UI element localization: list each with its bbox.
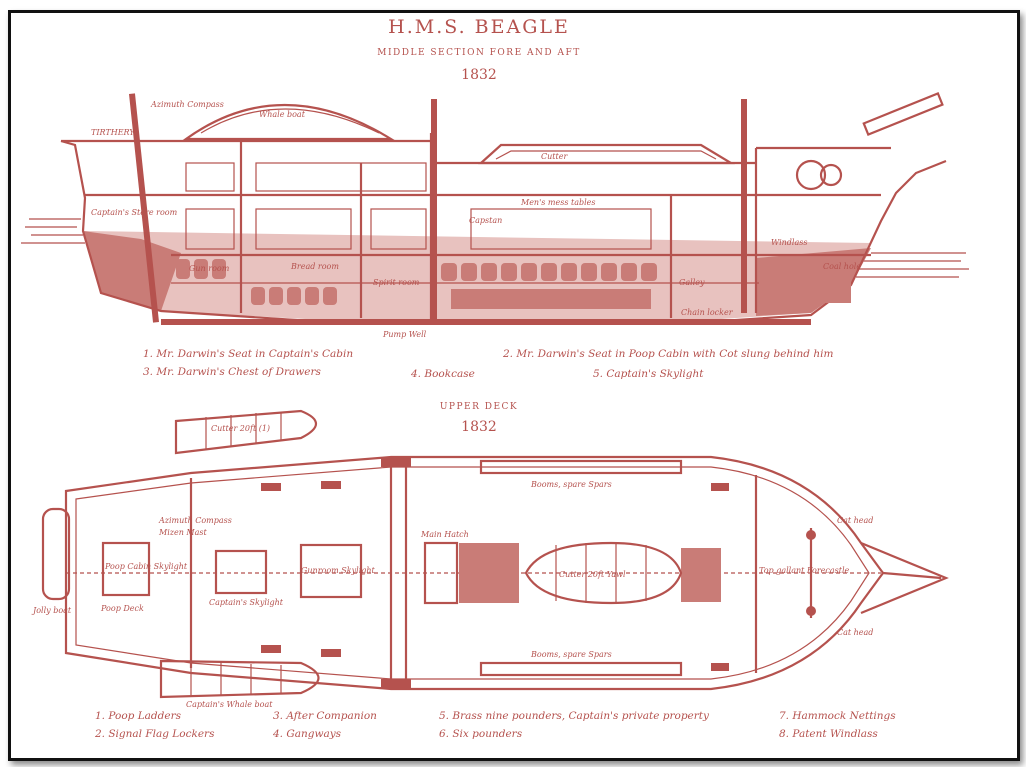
label-azimuth-compass-deck: Azimuth Compass	[158, 516, 232, 525]
plan-title: H.M.S. BEAGLE	[388, 16, 570, 38]
main-hatch	[459, 543, 519, 603]
label-spirit-room: Spirit room	[373, 278, 420, 287]
label-poop-deck: Poop Deck	[100, 604, 144, 613]
cutter-boat-deck	[524, 541, 683, 605]
keel	[161, 319, 811, 325]
cutter-top-boat	[174, 409, 318, 455]
stern-boat	[41, 507, 71, 601]
deck-legend-6: 6. Six pounders	[439, 728, 523, 740]
label-bow-boat: Jolly boat	[31, 606, 72, 615]
label-booms-lower: Booms, spare Spars	[530, 650, 612, 659]
captains-skylight	[214, 549, 268, 595]
year-bottom: 1832	[461, 419, 497, 435]
deck-legend-8: 8. Patent Windlass	[779, 728, 878, 740]
deck-legend-3: 3. After Companion	[273, 710, 377, 722]
label-captains-store: Captain's Store room	[91, 208, 178, 217]
poop-cabin-skylight	[101, 541, 151, 597]
section-legend-2: 2. Mr. Darwin's Seat in Poop Cabin with …	[502, 348, 833, 360]
section-legend-5: 5. Captain's Skylight	[593, 368, 704, 380]
coal-hole	[759, 263, 851, 303]
label-captains-whale-boat: Captain's Whale boat	[186, 700, 273, 709]
label-whale-boat: Whale boat	[259, 110, 306, 119]
plan-subtitle: MIDDLE SECTION FORE AND AFT	[377, 48, 580, 58]
label-cat-head-top: Cat head	[837, 516, 873, 525]
diagram-frame: H.M.S. BEAGLE MIDDLE SECTION FORE AND AF…	[8, 10, 1020, 761]
label-main-hatch: Main Hatch	[420, 530, 469, 539]
upper-deck-title: UPPER DECK	[440, 402, 518, 412]
label-cutter: Cutter	[541, 152, 568, 161]
mizen-mast-section	[128, 93, 160, 323]
label-capstan: Capstan	[469, 216, 502, 225]
label-gunroom-skylight: Gunroom Skylight	[301, 566, 376, 575]
label-windlass: Windlass	[771, 238, 807, 247]
side-section-view: Azimuth Compass Whale boat TIRTHERY Capt…	[21, 92, 969, 380]
deck-legend-4: 4. Gangways	[272, 728, 342, 740]
label-chain-locker: Chain locker	[681, 308, 734, 317]
label-coal-hole: Coal hole	[823, 262, 861, 271]
label-topgallant-forecastle: Top gallant Forecastle	[759, 566, 850, 575]
label-booms-upper: Booms, spare Spars	[530, 480, 612, 489]
fore-hatch	[681, 548, 721, 602]
year-top: 1832	[461, 67, 497, 83]
label-poop-cabin-skylight: Poop Cabin Skylight	[104, 562, 188, 571]
deck-legend-7: 7. Hammock Nettings	[779, 710, 896, 722]
label-cutter-top: Cutter 20ft (1)	[211, 424, 270, 433]
booms-upper	[479, 459, 683, 475]
beagle-plan-svg: H.M.S. BEAGLE MIDDLE SECTION FORE AND AF…	[21, 16, 969, 740]
main-mast-section	[431, 99, 437, 323]
label-azimuth-compass: Azimuth Compass	[150, 100, 224, 109]
label-pump-well: Pump Well	[382, 330, 427, 339]
label-mizen-mast: Mizen Mast	[158, 528, 207, 537]
section-legend-4: 4. Bookcase	[410, 368, 475, 380]
deck-legend-5: 5. Brass nine pounders, Captain's privat…	[439, 710, 710, 722]
booms-lower	[479, 661, 683, 677]
mess-figures	[185, 162, 652, 250]
section-legend-1: 1. Mr. Darwin's Seat in Captain's Cabin	[143, 348, 353, 360]
label-galley: Galley	[679, 278, 705, 287]
fore-mast-section	[741, 99, 747, 313]
whale-boat-section	[182, 103, 395, 141]
casks	[176, 259, 657, 309]
label-cutter-boat: Cutter 20ft Yawl	[559, 570, 626, 579]
upper-deck-plan: Cutter 20ft (1) Poop Cabin Skylight Poop…	[31, 409, 949, 740]
gun-carriages	[261, 457, 729, 689]
section-legend-3: 3. Mr. Darwin's Chest of Drawers	[143, 366, 321, 378]
label-bread-room: Bread room	[290, 262, 339, 271]
deck-outline	[64, 455, 885, 691]
label-tiller: TIRTHERY	[91, 128, 135, 137]
aft-hull-paint	[83, 231, 181, 311]
cutter-section	[478, 143, 735, 165]
label-gunroom: Gun room	[189, 264, 230, 273]
deck-legend-2: 2. Signal Flag Lockers	[94, 728, 215, 740]
deck-legend-1: 1. Poop Ladders	[95, 710, 182, 722]
gunroom-skylight	[299, 543, 363, 599]
water-lines	[21, 218, 969, 278]
whale-boat-deck	[159, 659, 320, 699]
bowsprit	[862, 92, 944, 136]
label-captains-skylight: Captain's Skylight	[209, 598, 284, 607]
label-cat-head-bottom: Cat head	[837, 628, 873, 637]
label-mens-mess: Men's mess tables	[520, 198, 596, 207]
